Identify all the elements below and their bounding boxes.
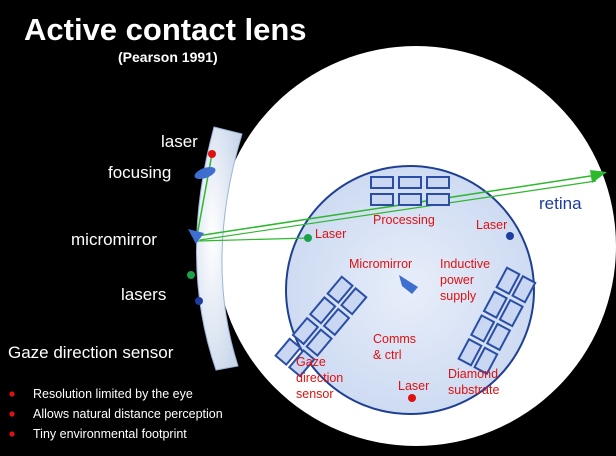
lens-laser-dot	[208, 150, 216, 158]
lens-blue-laser-dot	[195, 297, 203, 305]
lens-micromirror-icon	[188, 229, 204, 244]
label-gaze-sensor: Gaze direction sensor	[8, 343, 174, 362]
lens-green-laser-dot	[187, 271, 195, 279]
slide-title: Active contact lens	[24, 12, 307, 47]
label-comms-2: & ctrl	[373, 348, 401, 362]
label-laser: laser	[161, 132, 198, 151]
processing-chips	[370, 176, 450, 206]
disc-green-laser-dot	[304, 234, 312, 242]
focusing-lens-icon	[194, 166, 216, 180]
label-inductive-1: Inductive	[440, 257, 490, 271]
label-laser-bottom: Laser	[398, 379, 429, 393]
bullet-dot	[9, 391, 15, 397]
bullet-dot	[9, 431, 15, 437]
label-inductive-2: power	[440, 273, 474, 287]
label-processing: Processing	[373, 213, 435, 227]
bullet-text: Tiny environmental footprint	[33, 427, 187, 441]
slide-subtitle: (Pearson 1991)	[118, 49, 218, 65]
beam-to-retina	[196, 174, 598, 237]
label-diamond-1: Diamond	[448, 367, 498, 381]
bullet-list: Resolution limited by the eye Allows nat…	[9, 387, 223, 441]
comms-chips	[274, 275, 368, 378]
bullet-dot	[9, 411, 15, 417]
bullet-text: Allows natural distance perception	[33, 407, 223, 421]
label-laser-left: Laser	[315, 227, 346, 241]
bullet-text: Resolution limited by the eye	[33, 387, 193, 401]
beam-to-retina-2	[199, 180, 597, 241]
label-focusing: focusing	[108, 163, 171, 182]
label-gaze-1: Gaze	[296, 355, 326, 369]
contact-lens	[196, 126, 243, 371]
label-retina: retina	[539, 194, 582, 213]
disc-blue-laser-dot	[506, 232, 514, 240]
label-comms-1: Comms	[373, 332, 416, 346]
disc-micromirror-icon	[399, 275, 418, 294]
label-laser-right: Laser	[476, 218, 507, 232]
label-inductive-3: supply	[440, 289, 477, 303]
label-gaze-3: sensor	[296, 387, 334, 401]
beam-arrowhead	[590, 170, 607, 183]
inductive-chips	[457, 266, 537, 376]
disc-red-laser-dot	[408, 394, 416, 402]
label-lasers: lasers	[121, 285, 166, 304]
label-micromirror: micromirror	[71, 230, 157, 249]
beam-to-laser	[197, 237, 309, 242]
label-gaze-2: direction	[296, 371, 343, 385]
label-micromirror-disc: Micromirror	[349, 257, 412, 271]
label-diamond-2: substrate	[448, 383, 499, 397]
